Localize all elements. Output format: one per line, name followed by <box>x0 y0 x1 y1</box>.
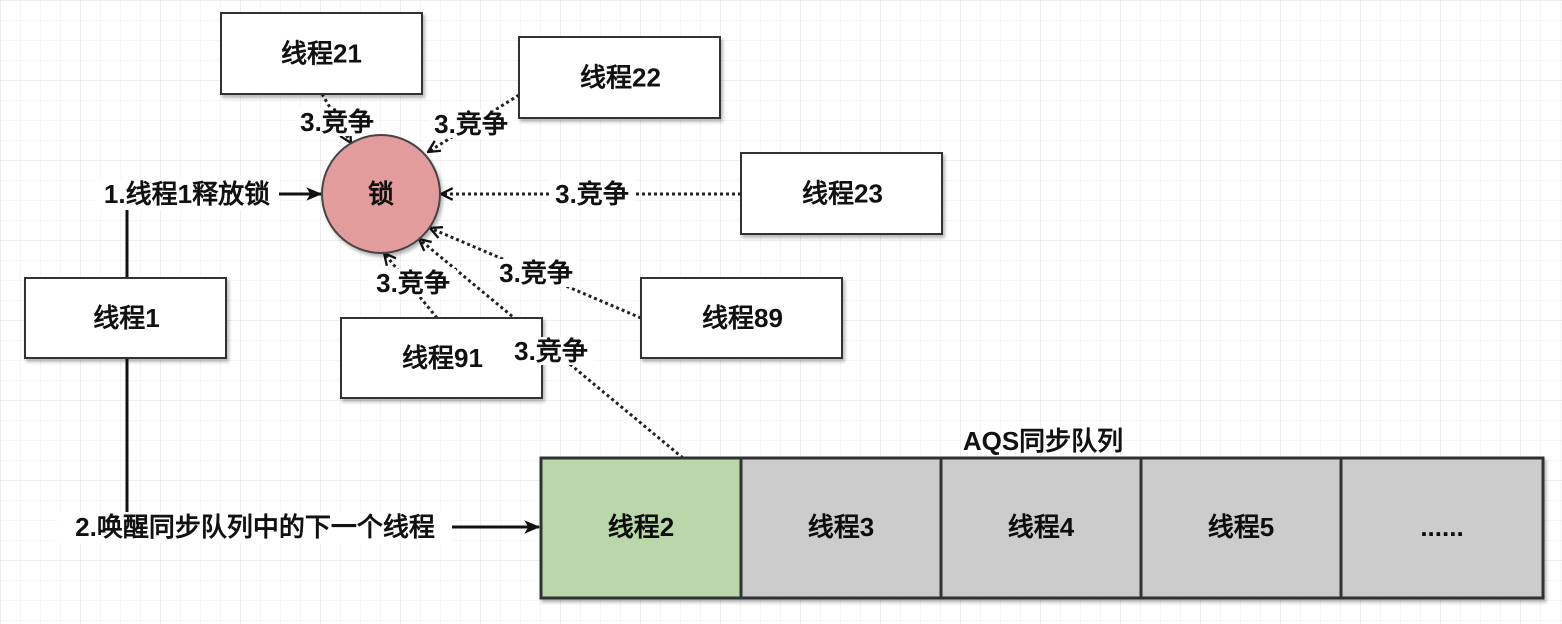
label-background <box>508 337 594 365</box>
thread-box-frame <box>24 277 227 359</box>
label-background <box>95 179 279 210</box>
thread-box-thread22: 线程22 <box>518 36 721 119</box>
thread-label: 线程23 <box>802 179 883 209</box>
queue-cell-frame <box>539 456 743 600</box>
thread-box-frame <box>640 277 843 359</box>
queue-cell-label: ...... <box>1420 512 1463 542</box>
thread-label: 线程21 <box>281 39 362 69</box>
queue-title: AQS同步队列 <box>963 426 1123 456</box>
compete-label: 3.竞争 <box>376 268 450 298</box>
label-background <box>429 110 513 138</box>
thread-box-thread1: 线程1 <box>24 277 227 359</box>
label-background <box>549 180 635 208</box>
edge-label-wake: 2.唤醒同步队列中的下一个线程 <box>58 512 452 543</box>
thread-box-thread89: 线程89 <box>640 277 843 359</box>
queue-cell: 线程4 <box>939 456 1143 600</box>
edge-label-release: 1.线程1释放锁 <box>95 179 279 210</box>
thread-box-thread21: 线程21 <box>220 12 423 95</box>
compete-label: 3.竞争 <box>514 336 588 366</box>
wake-next-thread-label: 2.唤醒同步队列中的下一个线程 <box>75 512 435 542</box>
queue-cell-frame <box>939 456 1143 600</box>
release-lock-label: 1.线程1释放锁 <box>104 179 270 209</box>
thread-box-thread23: 线程23 <box>740 152 943 235</box>
lock-circle <box>321 134 441 254</box>
compete-label: 3.竞争 <box>555 179 629 209</box>
edge-label-compete-thread89: 3.竞争 <box>493 258 579 288</box>
queue-cell-ellipsis: ...... <box>1339 456 1545 600</box>
edge-label-compete-thread22: 3.竞争 <box>429 109 513 139</box>
queue-cell-frame <box>739 456 943 600</box>
label-background <box>370 269 456 297</box>
edge-compete-thread91 <box>384 253 439 319</box>
queue-cell-frame <box>1139 456 1343 600</box>
thread-label: 线程1 <box>93 303 159 333</box>
thread-label: 线程89 <box>702 303 783 333</box>
label-background <box>58 512 452 543</box>
edge-label-compete-thread23: 3.竞争 <box>549 179 635 209</box>
queue-cell: 线程3 <box>739 456 943 600</box>
aqs-queue: AQS同步队列 线程2 线程3 线程4 线程5 ...... <box>539 426 1545 600</box>
label-background <box>296 108 378 136</box>
lock-node: 锁 <box>321 134 441 254</box>
label-background <box>493 259 579 287</box>
queue-cell-label: 线程3 <box>808 512 874 542</box>
compete-label: 3.竞争 <box>434 109 508 139</box>
compete-label: 3.竞争 <box>300 107 374 137</box>
queue-cell-label: 线程5 <box>1208 512 1274 542</box>
edge-label-compete-thread91: 3.竞争 <box>370 268 456 298</box>
compete-label: 3.竞争 <box>499 258 573 288</box>
queue-cell-head: 线程2 <box>539 456 743 600</box>
queue-cells: 线程2 线程3 线程4 线程5 ...... <box>539 456 1545 600</box>
lock-label: 锁 <box>368 179 394 209</box>
queue-cell-label: 线程4 <box>1008 512 1075 542</box>
edge-label-compete-thread21: 3.竞争 <box>296 107 378 137</box>
thread-label: 线程22 <box>580 63 661 93</box>
thread-box-frame <box>518 36 721 119</box>
thread-label: 线程91 <box>402 343 483 373</box>
queue-cell: 线程5 <box>1139 456 1343 600</box>
queue-cell-label: 线程2 <box>608 512 674 542</box>
queue-cell-frame <box>1339 456 1545 600</box>
edge-label-compete-thread2: 3.竞争 <box>508 336 594 366</box>
thread-box-frame <box>220 12 423 95</box>
thread-box-frame <box>740 152 943 235</box>
